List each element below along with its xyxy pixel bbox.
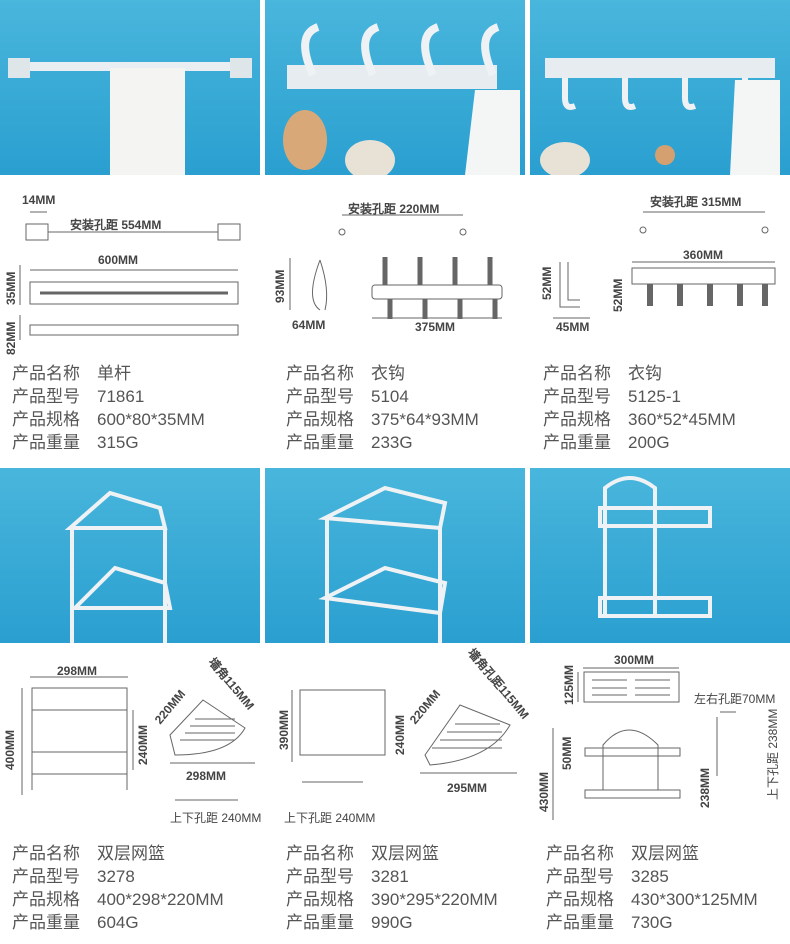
dim-label: 240MM (393, 714, 407, 755)
product-name: 双层网篮 (371, 844, 439, 863)
product-size: 400*298*220MM (97, 890, 224, 909)
product-weight: 730G (631, 913, 673, 932)
dim-label: 45MM (556, 320, 590, 334)
towel-bar-illustration (8, 58, 252, 175)
dim-label: 238MM (698, 767, 712, 808)
spec-key: 产品名称 (546, 844, 614, 863)
dimension-diagrams-row1 (19, 211, 776, 340)
corner-basket-illustration (64, 490, 173, 643)
dim-label: 300MM (614, 653, 655, 667)
product-name: 双层网篮 (97, 844, 165, 863)
hook-rack-illustration (540, 58, 780, 175)
dim-label: 360MM (683, 248, 724, 262)
dim-label: 125MM (562, 664, 576, 705)
spec-key: 产品型号 (286, 867, 354, 886)
hook-rack-illustration (283, 23, 520, 175)
spec-key: 产品型号 (286, 387, 354, 406)
spec-key: 产品型号 (546, 867, 614, 886)
product-weight: 990G (371, 913, 413, 932)
photo-corner-basket-3278 (0, 468, 260, 643)
spec-block-71861: 产品名称单杆 产品型号 71861 产品规格 600*80*35MM 产品重量 315… (12, 362, 205, 454)
spec-block-5125-1: 产品名称衣钩 产品型号 5125-1 产品规格 360*52*45MM 产品重量 20… (543, 362, 736, 454)
dim-label: 上下孔距 240MM (170, 811, 262, 825)
dim-label: 240MM (136, 724, 150, 765)
dim-label: 600MM (98, 253, 139, 267)
product-weight: 604G (97, 913, 139, 932)
spec-key: 产品重量 (546, 913, 614, 932)
spec-key: 产品名称 (543, 364, 611, 383)
product-size: 600*80*35MM (97, 410, 205, 429)
product-name: 双层网篮 (631, 844, 699, 863)
spec-key: 产品规格 (286, 890, 354, 909)
spec-key: 产品规格 (546, 890, 614, 909)
spec-key: 产品规格 (543, 410, 611, 429)
spec-key: 产品名称 (12, 364, 80, 383)
product-model: 3285 (631, 867, 669, 886)
spec-key: 产品重量 (543, 433, 611, 452)
product-model: 5104 (371, 387, 409, 406)
spec-key: 产品名称 (286, 844, 354, 863)
dim-label: 左右孔距70MM (694, 692, 776, 706)
spec-block-3285: 产品名称双层网篮 产品型号 3285 产品规格 430*300*125MM 产品重量… (546, 842, 758, 934)
product-size: 360*52*45MM (628, 410, 736, 429)
photo-hook-rack-5125 (530, 0, 790, 175)
corner-basket-illustration (317, 485, 448, 643)
spec-key: 产品规格 (12, 410, 80, 429)
product-size: 390*295*220MM (371, 890, 498, 909)
product-model: 71861 (97, 387, 145, 406)
dim-label: 430MM (537, 771, 551, 812)
dim-label: 400MM (3, 729, 17, 770)
spec-key: 产品规格 (12, 890, 80, 909)
dim-label: 安装孔距 315MM (650, 195, 742, 209)
spec-key: 产品名称 (286, 364, 354, 383)
spec-key: 产品重量 (286, 433, 354, 452)
dim-label: 14MM (22, 193, 56, 207)
product-model: 5125-1 (628, 387, 681, 406)
product-name: 单杆 (97, 364, 131, 383)
photo-wall-basket-3285 (530, 468, 790, 643)
spec-key: 产品重量 (12, 433, 80, 452)
dim-label: 上下孔距 238MM (766, 708, 780, 800)
product-model: 3278 (97, 867, 135, 886)
dim-label: 64MM (292, 318, 326, 332)
spec-block-3278: 产品名称双层网篮 产品型号 3278 产品规格 400*298*220MM 产品重量… (12, 842, 224, 934)
spec-key: 产品重量 (12, 913, 80, 932)
spec-key: 产品重量 (286, 913, 354, 932)
product-weight: 200G (628, 433, 670, 452)
product-weight: 233G (371, 433, 413, 452)
product-name: 衣钩 (371, 364, 405, 383)
spec-key: 产品名称 (12, 844, 80, 863)
photo-hook-rack-5104 (265, 0, 525, 175)
photo-corner-basket-3281 (265, 468, 525, 643)
dim-label: 375MM (415, 320, 456, 334)
spec-key: 产品型号 (12, 867, 80, 886)
dim-label: 298MM (57, 664, 98, 678)
product-name: 衣钩 (628, 364, 662, 383)
dim-label: 安装孔距 554MM (70, 218, 162, 232)
product-weight: 315G (97, 433, 139, 452)
dim-label: 安装孔距 220MM (348, 202, 440, 216)
spec-block-3281: 产品名称双层网篮 产品型号 3281 产品规格 390*295*220MM 产品重量… (286, 842, 498, 934)
product-model: 3281 (371, 867, 409, 886)
spec-key: 产品型号 (543, 387, 611, 406)
dim-label: 50MM (560, 736, 574, 770)
product-size: 375*64*93MM (371, 410, 479, 429)
wall-basket-illustration (598, 476, 712, 618)
photo-towel-bar (0, 0, 260, 175)
spec-key: 产品规格 (286, 410, 354, 429)
spec-block-5104: 产品名称衣钩 产品型号 5104 产品规格 375*64*93MM 产品重量 233G (286, 362, 479, 454)
dim-label: 390MM (277, 709, 291, 750)
spec-key: 产品型号 (12, 387, 80, 406)
dim-label: 298MM (186, 769, 227, 783)
product-size: 430*300*125MM (631, 890, 758, 909)
dim-label: 上下孔距 240MM (284, 811, 376, 825)
dim-label: 295MM (447, 781, 488, 795)
